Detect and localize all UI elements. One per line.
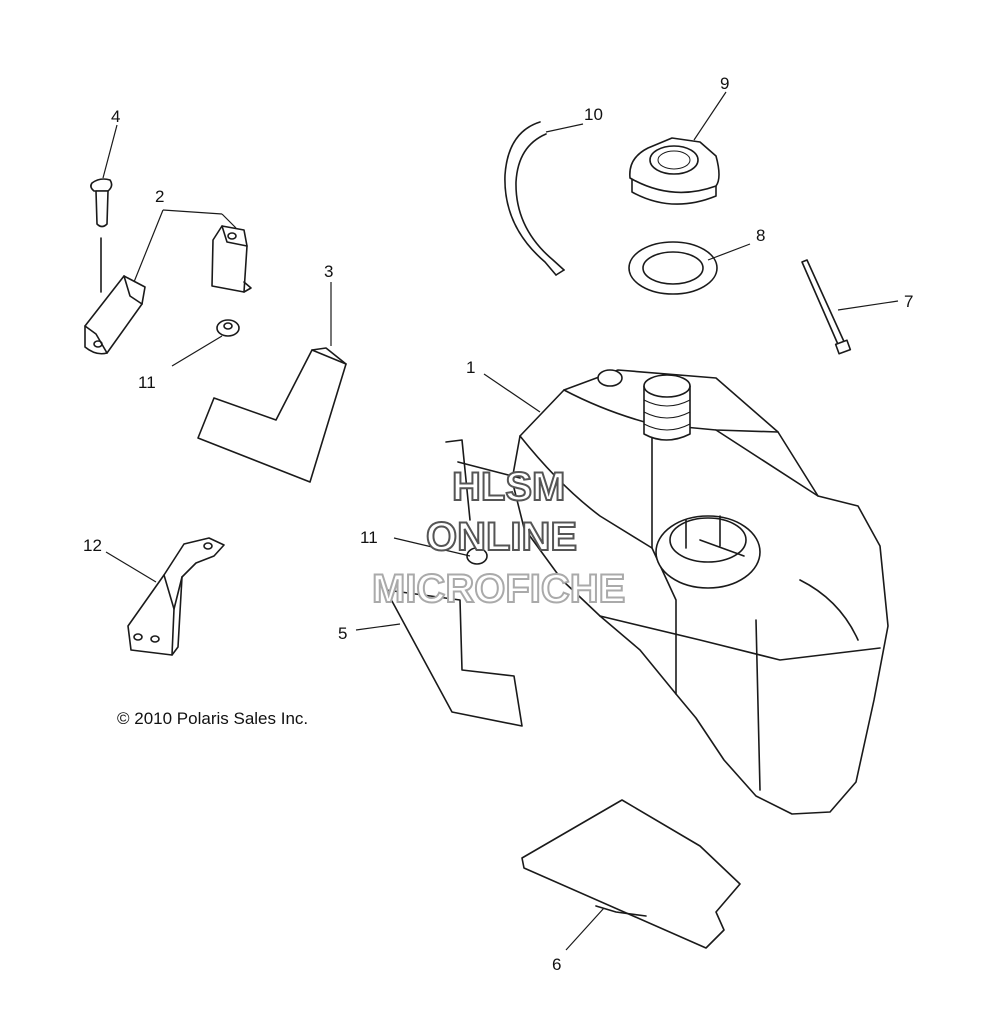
watermark-line-3: MICROFICHE: [372, 567, 625, 611]
part-4-bolt: [90, 178, 113, 293]
leader-lines: [102, 91, 899, 951]
callout-4: 4: [111, 107, 120, 126]
callout-8: 8: [756, 226, 765, 245]
callout-10: 10: [584, 105, 603, 124]
part-3-foam-pad: [197, 347, 347, 483]
callout-11-lower: 11: [360, 528, 378, 547]
callout-5: 5: [338, 624, 347, 643]
callout-9: 9: [720, 74, 729, 93]
part-1-fuel-tank: [445, 369, 889, 815]
watermark-line-2: ONLINE: [426, 515, 577, 559]
part-10-vent-hose: [504, 121, 565, 276]
part-6-plate: [521, 799, 741, 949]
callout-2: 2: [155, 187, 164, 206]
part-2-brackets: [84, 225, 252, 355]
callout-11-upper: 11: [138, 373, 156, 392]
part-11-washer-upper: [216, 319, 240, 337]
watermark-line-1: HLSM: [452, 465, 565, 509]
callout-7: 7: [904, 292, 913, 311]
callout-12: 12: [83, 536, 102, 555]
callout-6: 6: [552, 955, 561, 974]
part-5-foam-pad: [385, 589, 523, 727]
part-11-washer-lower: [466, 547, 488, 565]
part-12-bracket: [127, 537, 225, 656]
callout-1: 1: [466, 358, 475, 377]
copyright-text: © 2010 Polaris Sales Inc.: [117, 709, 308, 728]
part-7-cable-tie: [801, 259, 852, 355]
part-9-fuel-cap: [629, 137, 720, 205]
part-8-gasket: [628, 241, 718, 295]
callout-labels: 1 2 3 4 5 6 7 8 9 10 11 11 12: [83, 74, 913, 974]
callout-3: 3: [324, 262, 333, 281]
watermark: HLSM ONLINE MICROFICHE: [371, 464, 626, 612]
